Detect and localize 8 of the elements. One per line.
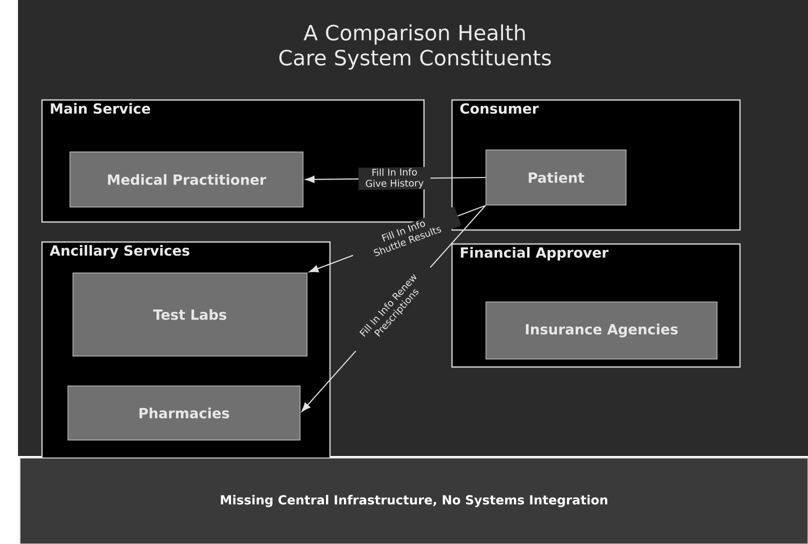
entity-box: Test Labs (72, 272, 308, 356)
entity-box: Patient (486, 150, 626, 206)
footer-band: Missing Central Infrastructure, No Systems Integration (20, 458, 808, 544)
title: A Comparison Health Care System Constituents (279, 24, 551, 70)
entity-box: Insurance Agencies (486, 302, 718, 360)
entity-box: Medical Practitioner (70, 152, 304, 208)
entity-box: Pharmacies (68, 386, 300, 440)
edge-label: Fill In Info Give History (358, 167, 431, 190)
